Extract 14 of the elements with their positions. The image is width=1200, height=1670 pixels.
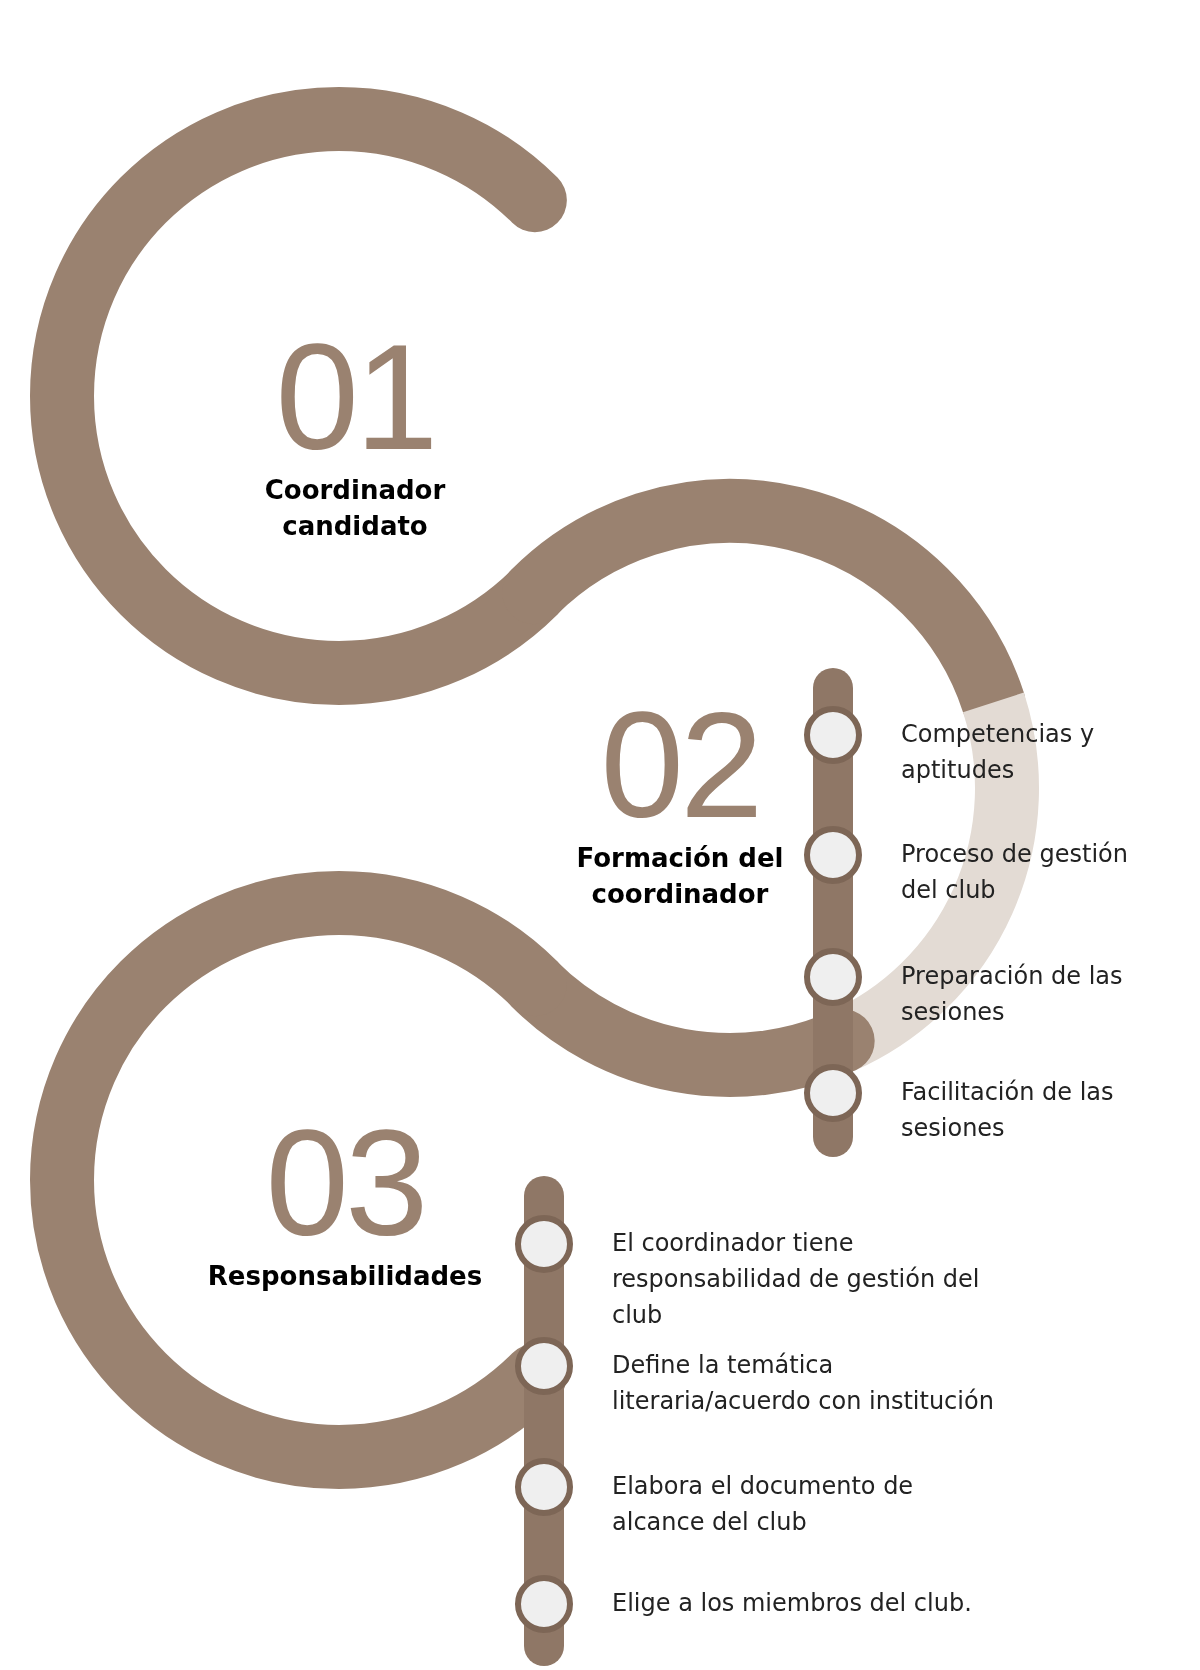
- item-text: Facilitación de las sesiones: [901, 1077, 1115, 1144]
- item-text: Elabora el documento de alcance del club: [612, 1471, 915, 1538]
- item-text: El coordinador tiene responsabilidad de gestión del club: [612, 1228, 981, 1331]
- step-number: 01: [275, 322, 435, 472]
- item-text: Preparación de las sesiones: [901, 961, 1124, 1028]
- step-title: Responsabilidades: [207, 1260, 483, 1293]
- item-text: Elige a los miembros del club.: [612, 1588, 973, 1619]
- item-text: Define la temática literaria/acuerdo con institución: [612, 1350, 995, 1417]
- item-text: Proceso de gestión del club: [901, 839, 1129, 906]
- step-title: Formación del coordinador: [575, 842, 785, 911]
- step-number: 03: [265, 1108, 425, 1258]
- step-title: Coordinador candidato: [263, 474, 447, 543]
- item-text: Competencias y aptitudes: [901, 719, 1096, 786]
- step-number: 02: [600, 690, 760, 840]
